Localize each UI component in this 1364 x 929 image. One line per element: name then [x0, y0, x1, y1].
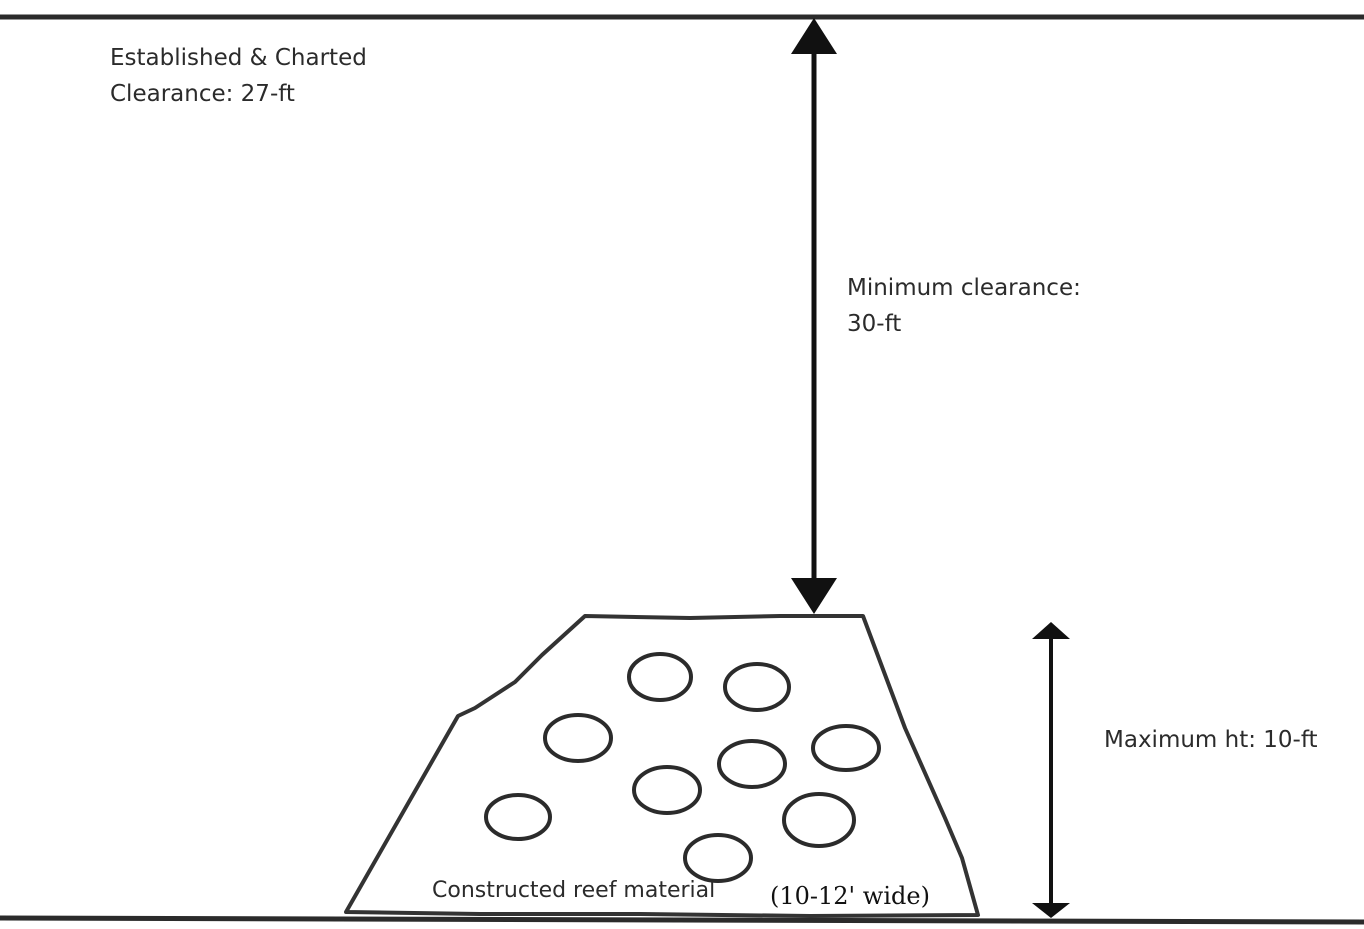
surface-clearance-label: Established & Charted Clearance: 27-ft: [110, 40, 367, 112]
reef-block: [683, 833, 753, 883]
reef-block: [627, 652, 693, 702]
reef-material-label: Constructed reef material: [432, 878, 716, 903]
seabed-line: [0, 915, 1364, 925]
min-clearance-line2: 30-ft: [847, 311, 902, 337]
arrowhead-down-icon: [1032, 903, 1070, 918]
surface-clearance-line1: Established & Charted: [110, 45, 367, 71]
reef-block: [782, 792, 856, 848]
arrowhead-up-icon: [791, 18, 837, 54]
reef-block: [811, 724, 881, 772]
min-clearance-label: Minimum clearance: 30-ft: [847, 270, 1081, 342]
max-height-label: Maximum ht: 10-ft: [1104, 727, 1318, 753]
arrowhead-up-icon: [1032, 622, 1070, 639]
reef-block: [484, 793, 552, 841]
reef-material-blocks: [484, 652, 881, 883]
min-clearance-arrow: [791, 18, 837, 614]
reef-block: [632, 765, 702, 815]
reef-width-label: (10-12' wide): [770, 882, 930, 910]
reef-block: [717, 739, 787, 789]
reef-block: [543, 713, 613, 763]
reef-block: [723, 662, 791, 712]
min-clearance-line1: Minimum clearance:: [847, 275, 1081, 301]
max-height-arrow: [1032, 622, 1070, 918]
surface-clearance-line2: Clearance: 27-ft: [110, 81, 295, 107]
reef-outline: [344, 614, 980, 918]
arrowhead-down-icon: [791, 578, 837, 614]
